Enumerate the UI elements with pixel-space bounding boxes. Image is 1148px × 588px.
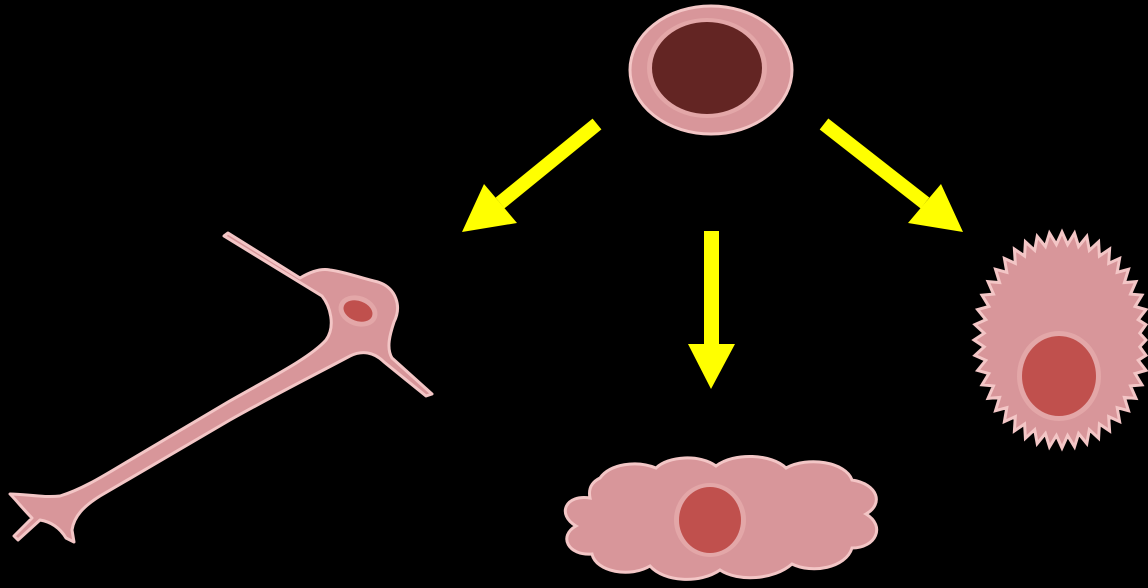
spiky-cell-icon [974, 232, 1146, 448]
arrow-shaft [500, 124, 597, 203]
stem-cell-icon [630, 6, 792, 134]
arrow-to-neuron-cell [462, 124, 597, 232]
arrow-shaft [824, 124, 925, 203]
arrow-shaft [704, 231, 719, 346]
spiky-cell-nucleus [1022, 336, 1096, 416]
flat-cell-icon [565, 456, 876, 579]
stem-cell-nucleus [652, 22, 762, 114]
arrow-head [688, 344, 735, 389]
arrow-to-spiky-cell [824, 124, 963, 232]
flat-cell-nucleus [679, 487, 741, 553]
neuron-cell-icon [10, 233, 432, 542]
arrow-to-flat-cell [688, 231, 735, 389]
neuron-cell-body [10, 233, 432, 542]
